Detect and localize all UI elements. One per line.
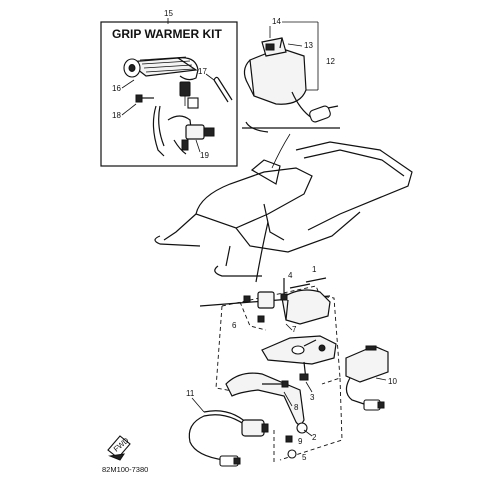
switch-assembly-part (243, 37, 339, 123)
fwd-arrow-icon: FWD (107, 435, 131, 461)
lever-housing-cover (281, 289, 331, 325)
screw-part (135, 94, 199, 109)
grip-heater-part (123, 56, 199, 106)
nut-9-part (285, 435, 293, 443)
lower-assembly-box (215, 285, 343, 462)
callout-11: 11 (186, 389, 195, 398)
callout-13: 13 (304, 41, 313, 50)
callout-7: 7 (292, 325, 297, 334)
callout-9: 9 (298, 437, 303, 446)
drawing-code: 82M100-7380 (102, 465, 148, 474)
callout-6: 6 (232, 321, 237, 330)
throttle-lever-part (261, 335, 337, 365)
callout-15: 15 (164, 9, 173, 18)
callout-19: 19 (200, 151, 209, 160)
kit-title: GRIP WARMER KIT (112, 27, 222, 41)
clip-part (213, 76, 233, 103)
callout-18: 18 (112, 111, 121, 120)
callout-1: 1 (312, 265, 317, 274)
block-6-part (239, 291, 275, 331)
callout-4: 4 (288, 271, 293, 280)
callout-3: 3 (310, 393, 315, 402)
wire-harness-part (152, 105, 215, 157)
switch-box-10-part (345, 345, 389, 411)
washer-5-part (287, 449, 297, 459)
callout-10: 10 (388, 377, 397, 386)
snowmobile-outline (154, 141, 413, 283)
callout-16: 16 (112, 84, 121, 93)
screw-4-part (280, 278, 288, 301)
grip-warmer-kit-box: GRIP WARMER KIT 15 16 17 18 (100, 9, 238, 167)
callout-12: 12 (326, 57, 335, 66)
screw-8-part (262, 380, 289, 388)
cable-11-part (188, 410, 269, 467)
callout-17: 17 (198, 67, 207, 76)
callout-2: 2 (312, 433, 317, 442)
callout-8: 8 (294, 403, 299, 412)
callout-14: 14 (272, 17, 281, 26)
callout-5: 5 (302, 453, 307, 462)
screw-3-part (299, 361, 309, 381)
